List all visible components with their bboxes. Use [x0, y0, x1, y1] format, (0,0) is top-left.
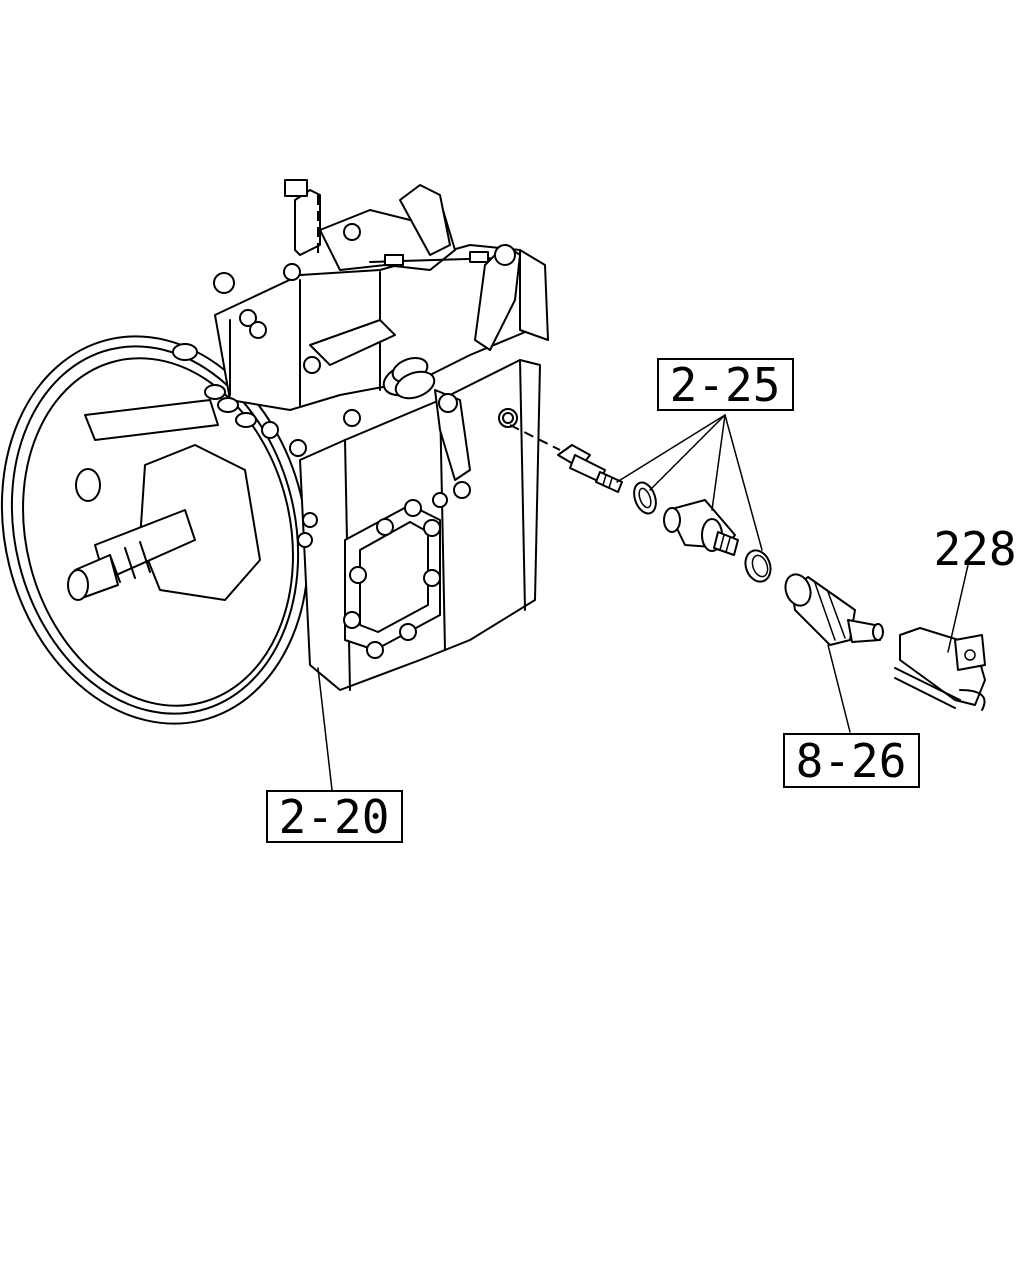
leader-line-228	[947, 564, 969, 653]
label-2-25: 2-25	[657, 358, 794, 412]
bracket-part	[894, 627, 986, 711]
svg-text:228: 228	[933, 522, 1016, 576]
label-8-26: 8-26	[783, 733, 920, 788]
transmission-assembly	[0, 179, 549, 725]
label-228: 228	[933, 522, 1016, 576]
leader-line-2-20	[317, 667, 333, 791]
leader-lines-2-25	[616, 414, 763, 551]
svg-text:8-26: 8-26	[796, 734, 907, 788]
svg-text:2-25: 2-25	[670, 358, 781, 412]
leader-line-8-26	[827, 644, 851, 733]
sensor-part	[784, 573, 884, 646]
svg-text:2-20: 2-20	[279, 790, 390, 844]
label-2-20: 2-20	[266, 790, 403, 844]
